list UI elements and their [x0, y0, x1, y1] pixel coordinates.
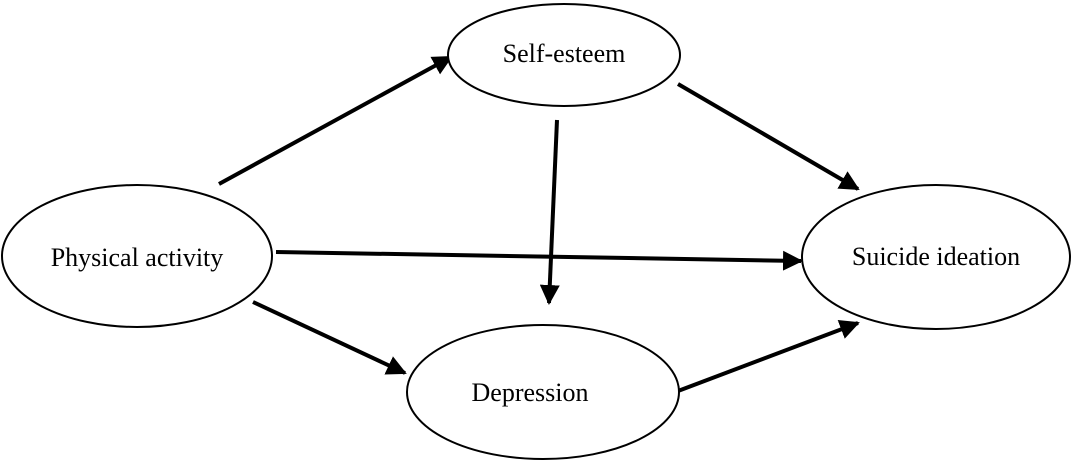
node-suicide-ideation-label: Suicide ideation	[852, 242, 1020, 271]
node-self-esteem: Self-esteem	[447, 3, 681, 107]
edge-self-esteem-to-depression	[539, 119, 560, 305]
edge-depression-to-suicide-ideation	[677, 320, 860, 393]
node-physical-activity: Physical activity	[1, 184, 273, 328]
edge-physical-activity-to-suicide-ideation	[275, 250, 803, 271]
edge-physical-activity-to-depression	[252, 300, 407, 375]
node-self-esteem-label: Self-esteem	[503, 39, 626, 68]
edge-self-esteem-to-suicide-ideation	[676, 82, 860, 191]
node-depression-label: Depression	[472, 378, 589, 407]
node-depression: Depression	[406, 324, 680, 460]
node-suicide-ideation: Suicide ideation	[801, 184, 1071, 330]
edge-physical-activity-to-self-esteem	[218, 55, 453, 186]
node-physical-activity-label: Physical activity	[51, 243, 224, 272]
